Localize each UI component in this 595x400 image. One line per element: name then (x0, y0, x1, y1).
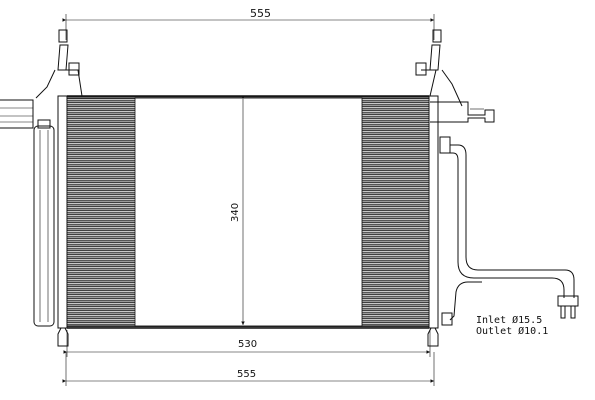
pipe-assembly (439, 136, 579, 326)
outlet-label: Outlet Ø10.1 (476, 325, 548, 337)
core-width-dimension: 530 (63, 330, 431, 357)
condenser-core (66, 95, 430, 329)
top-dimension: 555 (62, 7, 435, 40)
upper-right-bracket (415, 29, 463, 107)
receiver-drier (33, 119, 55, 327)
right-tank (428, 95, 439, 329)
left-mount (0, 99, 34, 129)
left-tank (57, 95, 68, 329)
inlet-label: Inlet Ø15.5 (476, 314, 542, 326)
bottom-dimension: 555 (62, 352, 435, 386)
height-dimension: 340 (230, 95, 245, 325)
top-width-label: 555 (250, 7, 271, 20)
lower-right-mount (427, 327, 439, 347)
right-mount-plate (430, 101, 495, 123)
core-width-label: 530 (238, 339, 257, 350)
upper-left-bracket (35, 29, 83, 99)
height-label: 340 (230, 203, 241, 222)
lower-left-mount (57, 327, 69, 347)
bottom-width-label: 555 (237, 369, 256, 380)
